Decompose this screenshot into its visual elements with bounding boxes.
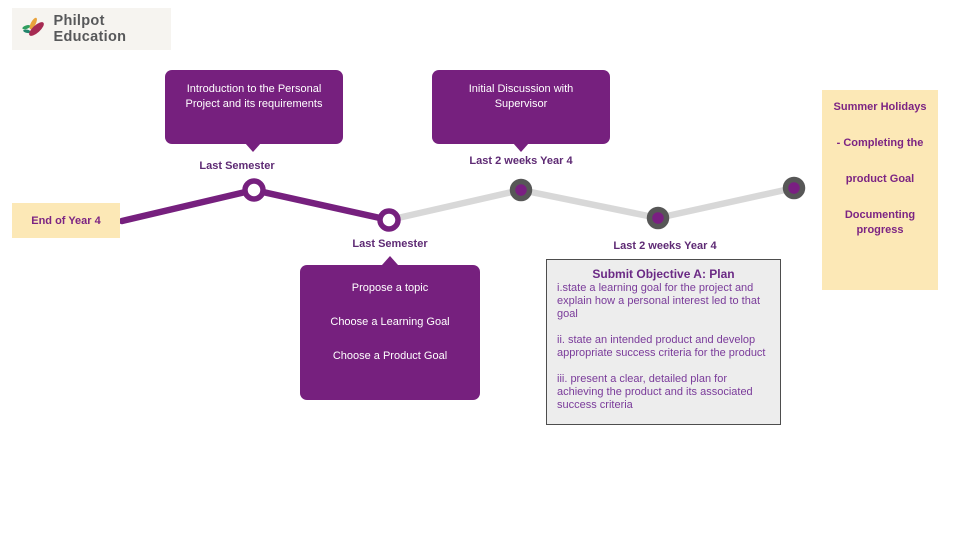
summer-holidays-box: Summer Holidays - Completing the product… bbox=[822, 90, 938, 290]
callout-topic-line2: Choose a Learning Goal bbox=[330, 316, 450, 328]
callout-introduction: Introduction to the Personal Project and… bbox=[165, 70, 343, 144]
summer-line-1: Summer Holidays bbox=[833, 101, 927, 113]
summer-line-3: product Goal bbox=[845, 173, 915, 185]
plan-box-title: Submit Objective A: Plan bbox=[592, 267, 735, 281]
callout-topic-line3: Choose a Product Goal bbox=[332, 350, 448, 362]
callout-discussion-pointer bbox=[513, 143, 529, 152]
callout-introduction-pointer bbox=[245, 143, 261, 152]
milestone-label-last-2-weeks-2: Last 2 weeks Year 4 bbox=[613, 240, 717, 252]
timeline-segment-future-2 bbox=[520, 186, 659, 222]
milestone-label-last-semester-1: Last Semester bbox=[199, 160, 275, 172]
callout-introduction-text: Introduction to the Personal Project and… bbox=[185, 83, 323, 110]
timeline-segment-future-3 bbox=[654, 184, 798, 222]
timeline-node-5 bbox=[782, 176, 806, 200]
summer-line-2: - Completing the bbox=[836, 137, 924, 149]
plan-item-3: iii. present a clear, detailed plan for … bbox=[557, 373, 753, 411]
end-of-year4-label: End of Year 4 bbox=[31, 214, 101, 227]
plan-item-1: i.state a learning goal for the project … bbox=[557, 282, 761, 320]
plan-item-2: ii. state an intended product and develo… bbox=[557, 334, 766, 359]
milestone-label-last-2-weeks-1: Last 2 weeks Year 4 bbox=[469, 155, 573, 167]
timeline-node-3 bbox=[509, 178, 533, 202]
timeline-node-2 bbox=[377, 208, 401, 232]
timeline-segment-done-2 bbox=[253, 186, 390, 224]
logo-text: Philpot Education bbox=[53, 13, 127, 45]
philpot-logo: Philpot Education bbox=[12, 8, 171, 50]
philpot-leaf-icon bbox=[22, 17, 44, 36]
plan-box: Submit Objective A: Plan i.state a learn… bbox=[546, 259, 781, 425]
timeline-node-4 bbox=[646, 206, 670, 230]
callout-discussion-text: Initial Discussion with Supervisor bbox=[468, 83, 574, 110]
milestone-label-last-semester-2: Last Semester bbox=[352, 238, 428, 250]
end-of-year4-box: End of Year 4 bbox=[12, 203, 120, 238]
timeline-segment-future-1 bbox=[388, 186, 522, 224]
callout-topic-line1: Propose a topic bbox=[351, 282, 429, 294]
callout-topic-pointer bbox=[382, 256, 398, 265]
timeline-segment-done-1 bbox=[118, 186, 258, 225]
callout-topic: Propose a topic Choose a Learning Goal C… bbox=[300, 265, 480, 400]
timeline-node-1 bbox=[242, 178, 266, 202]
callout-discussion: Initial Discussion with Supervisor bbox=[432, 70, 610, 144]
summer-line-4: Documenting progress bbox=[844, 209, 916, 236]
